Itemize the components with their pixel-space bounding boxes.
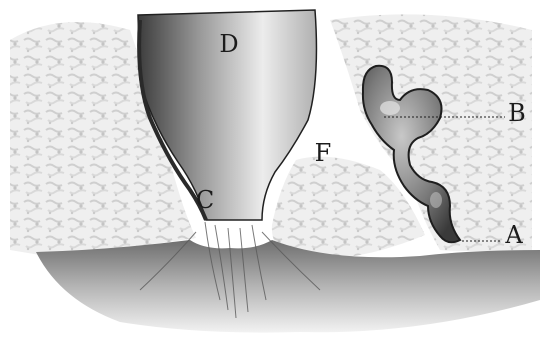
label-a: A [504, 221, 523, 249]
bud-b-highlight [380, 101, 400, 115]
label-b: B [508, 99, 526, 127]
label-d: D [219, 30, 238, 58]
bud-a-highlight [430, 192, 442, 208]
label-f: F [315, 139, 332, 167]
label-c: C [196, 186, 214, 214]
base-stroma [36, 240, 540, 333]
